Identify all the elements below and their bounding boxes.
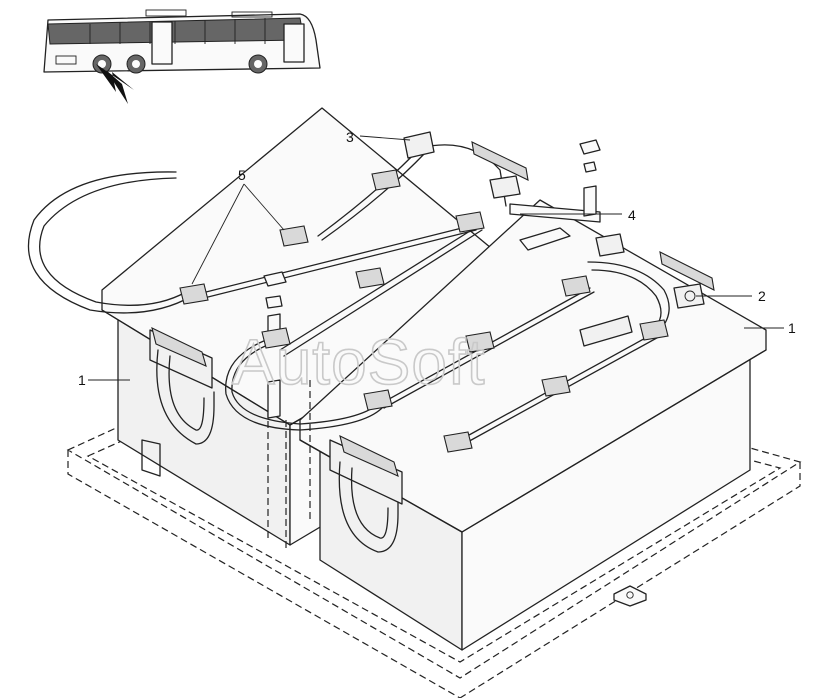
callout-3: 3 xyxy=(346,129,354,145)
watermark-text: AutoSoft xyxy=(232,326,486,398)
pointer-arrow-icon xyxy=(96,64,134,92)
callouts: 5 3 4 2 1 1 xyxy=(78,129,796,388)
battery-cabling xyxy=(27,131,715,453)
callout-4: 4 xyxy=(628,207,636,223)
callout-2: 2 xyxy=(758,288,766,304)
callout-1-right: 1 xyxy=(788,320,796,336)
callout-1-left: 1 xyxy=(78,372,86,388)
battery-right xyxy=(267,199,767,651)
bus-locator-icon xyxy=(43,9,321,104)
callout-5: 5 xyxy=(238,167,246,183)
